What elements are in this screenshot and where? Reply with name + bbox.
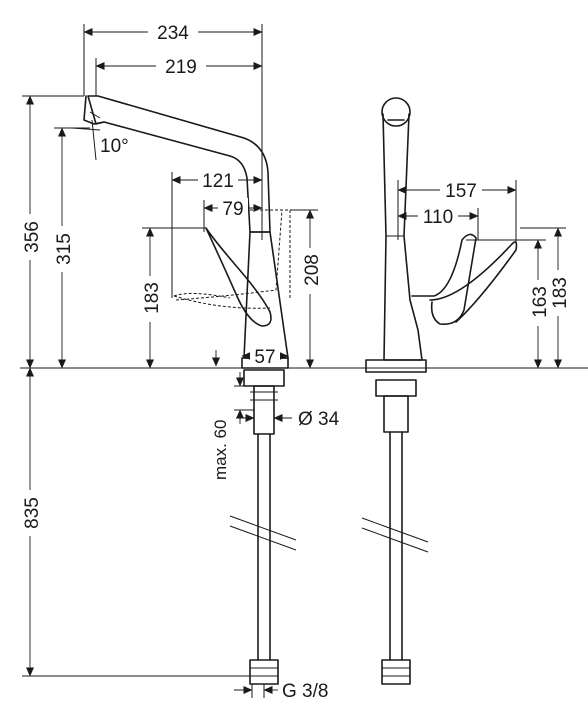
- shank-nut: [243, 369, 285, 387]
- dim-lever-reach: 121: [202, 171, 234, 192]
- side-lever-handle: [411, 233, 477, 326]
- lever-swing-path: [173, 209, 283, 309]
- side-shank-nut: [375, 379, 417, 397]
- dim-overall-reach: 234: [157, 23, 189, 44]
- dim-lever-top-height: 208: [302, 254, 323, 286]
- dim-base-width: 57: [254, 347, 275, 368]
- dim-lever-height: 183: [142, 282, 163, 314]
- aerator: [83, 95, 105, 125]
- dim-side-reach-inner: 110: [423, 207, 453, 228]
- front-view: 234 219 10° 121 79 356 315 183: [20, 22, 588, 702]
- dim-side-reach-outer: 157: [445, 181, 477, 202]
- dim-thread: G 3/8: [282, 681, 328, 702]
- side-view: 157 110 163 183: [361, 97, 571, 685]
- dim-spout-reach: 219: [165, 57, 197, 78]
- dim-lever-offset: 79: [222, 199, 243, 220]
- dim-swivel-angle: 10°: [100, 136, 129, 157]
- side-shank: [383, 395, 409, 433]
- dim-shank-length: max. 60: [211, 420, 230, 480]
- dim-side-lever-top: 183: [550, 277, 571, 309]
- dim-hose-length: 835: [22, 497, 43, 529]
- shank: [253, 385, 275, 435]
- dim-side-lever-height: 163: [530, 286, 551, 318]
- hose-fitting: [249, 659, 279, 685]
- side-faucet-body: [382, 113, 423, 361]
- faucet-body: [243, 231, 289, 359]
- lever-handle: [205, 227, 272, 327]
- dim-spout-height: 315: [54, 233, 75, 265]
- side-faucet-base: [365, 359, 427, 373]
- side-hose-fitting: [381, 659, 411, 685]
- side-spout-head: [381, 97, 411, 127]
- dim-bore-diameter: Ø 34: [298, 409, 340, 430]
- dim-overall-height: 356: [22, 221, 43, 253]
